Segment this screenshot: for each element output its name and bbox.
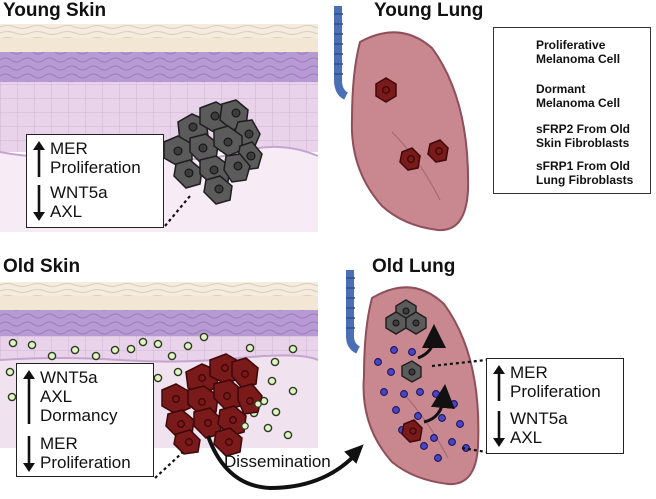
young-skin-up-2: Proliferation: [50, 158, 141, 177]
down-arrow-icon: [493, 411, 505, 447]
legend-proliferative-line2: Melanoma Cell: [536, 52, 621, 66]
young-skin-up-group: MER Proliferation: [27, 139, 141, 179]
down-arrow-icon: [23, 436, 35, 472]
up-arrow-icon: [23, 370, 35, 424]
legend-sfrp2-line2: Skin Fibroblasts: [536, 136, 630, 150]
old-skin-dormant-cluster: [161, 353, 263, 457]
young-skin-regulation-box: MER Proliferation WNT5a AXL: [26, 134, 164, 228]
old-skin-up-3: Dormancy: [40, 406, 118, 425]
old-lung-down-2: AXL: [510, 428, 543, 447]
old-skin-callout-line: [154, 451, 184, 479]
young-skin-callout-line: [164, 195, 191, 227]
young-skin-up-1: MER: [50, 139, 88, 158]
old-skin-down-group: MER Proliferation: [17, 434, 131, 474]
panel-title-old-lung: Old Lung: [372, 256, 456, 277]
old-lung-regulation-box: MER Proliferation WNT5a AXL: [486, 358, 624, 454]
old-lung-up-1: MER: [510, 363, 548, 382]
old-lung: [346, 270, 487, 486]
down-arrow-icon: [33, 185, 45, 221]
dissemination-arrow: [206, 435, 356, 491]
old-lung-up-group: MER Proliferation: [487, 363, 601, 403]
old-skin-up-1: WNT5a: [40, 368, 98, 387]
panel-title-old-skin: Old Skin: [3, 256, 81, 277]
legend-sfrp2-line1: sFRP2 From Old: [536, 122, 631, 136]
old-lung-down-group: WNT5a AXL: [487, 409, 568, 449]
legend-sfrp1-line2: Lung Fibroblasts: [536, 173, 634, 187]
dissemination-label: Dissemination: [224, 452, 331, 471]
young-skin-down-2: AXL: [50, 202, 83, 221]
young-skin-down-1: WNT5a: [50, 183, 108, 202]
old-skin-regulation-box: WNT5a AXL Dormancy MER Proliferation: [16, 363, 154, 477]
young-skin-proliferative-cluster: [163, 99, 263, 205]
panel-title-young-lung: Young Lung: [374, 0, 484, 21]
up-arrow-icon: [33, 141, 45, 177]
panel-title-young-skin: Young Skin: [3, 0, 107, 21]
old-skin-down-1: MER: [40, 434, 78, 453]
old-skin-sfrp2-dots: [5, 332, 298, 440]
legend: Proliferative Melanoma Cell Dormant Mela…: [493, 27, 651, 194]
legend-proliferative-line1: Proliferative: [536, 38, 606, 52]
young-skin-down-group: WNT5a AXL: [27, 183, 108, 223]
old-skin-up-group: WNT5a AXL Dormancy: [17, 368, 117, 426]
legend-dormant-line2: Melanoma Cell: [536, 96, 621, 110]
legend-sfrp1-line1: sFRP1 From Old: [536, 159, 631, 173]
up-arrow-icon: [493, 365, 505, 401]
old-skin-up-2: AXL: [40, 387, 73, 406]
old-skin-down-2: Proliferation: [40, 453, 131, 472]
old-lung-up-2: Proliferation: [510, 382, 601, 401]
young-lung: [334, 6, 470, 232]
dissemination-arrowhead: [344, 444, 364, 464]
legend-dormant-line1: Dormant: [536, 82, 586, 96]
old-lung-down-1: WNT5a: [510, 409, 568, 428]
